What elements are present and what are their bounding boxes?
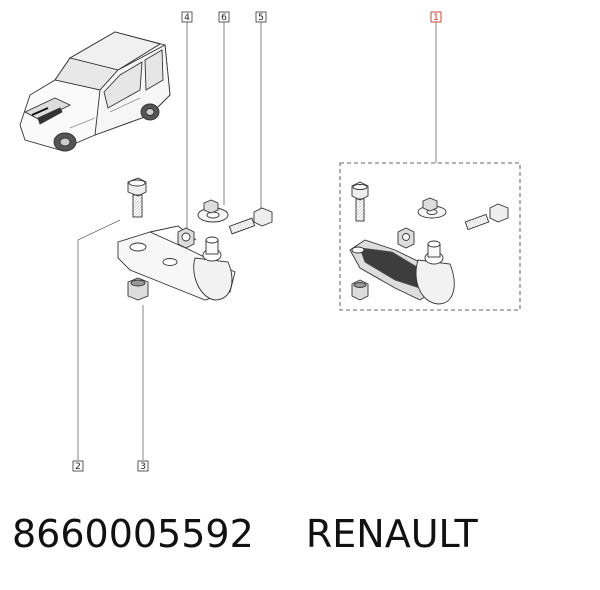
bolt-icon[interactable] (351, 181, 369, 222)
parts-diagram: 4 6 5 1 2 3 (19, 11, 521, 472)
callout-4[interactable]: 4 (181, 11, 193, 228)
nut-icon[interactable] (351, 279, 369, 301)
bolt-icon[interactable] (127, 177, 147, 218)
svg-text:5: 5 (258, 13, 264, 23)
exploded-assembly (117, 177, 273, 301)
footer: 8660005592 RENAULT (12, 512, 592, 572)
svg-text:1: 1 (433, 13, 439, 23)
kit-assembly (349, 181, 509, 305)
bolt-icon[interactable] (464, 203, 509, 231)
washer-icon[interactable] (197, 199, 229, 223)
washer-icon[interactable] (417, 197, 447, 219)
nut-icon[interactable] (397, 227, 415, 249)
brand-name: RENAULT (305, 512, 478, 556)
ball-joint-icon[interactable] (415, 240, 455, 305)
svg-text:4: 4 (184, 13, 190, 23)
bolt-icon[interactable] (228, 207, 273, 235)
callout-2[interactable]: 2 (72, 219, 121, 472)
svg-text:3: 3 (140, 462, 146, 472)
svg-text:2: 2 (75, 462, 81, 472)
svg-text:6: 6 (221, 13, 227, 23)
ball-joint-icon[interactable] (193, 236, 233, 301)
nut-icon[interactable] (177, 227, 195, 249)
nut-icon[interactable] (127, 277, 149, 301)
part-number: 8660005592 (12, 512, 254, 556)
callout-5[interactable]: 5 (255, 11, 267, 212)
kit-box (339, 162, 521, 311)
callout-1[interactable]: 1 (430, 11, 442, 163)
van-illustration (19, 31, 171, 152)
callout-3[interactable]: 3 (137, 305, 149, 472)
callout-6[interactable]: 6 (218, 11, 230, 205)
